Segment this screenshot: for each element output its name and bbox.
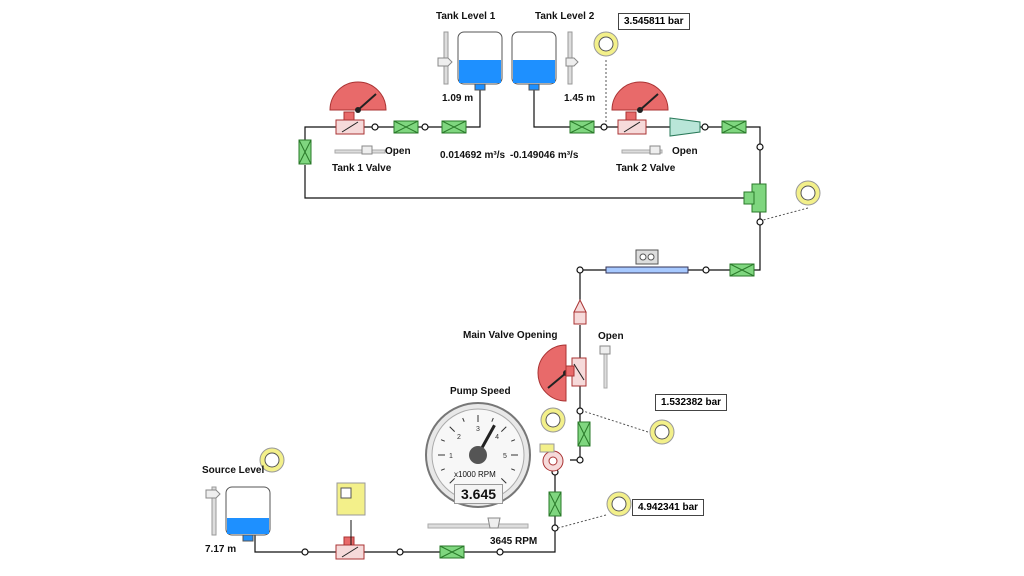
tee-junction [743, 183, 767, 213]
tank-1-title: Tank Level 1 [436, 11, 496, 22]
main-valve-state: Open [598, 331, 624, 342]
flow-sensor-5 [298, 139, 312, 165]
tank-2-water [513, 60, 555, 83]
valve-position-gauge-main [537, 344, 569, 402]
pressure-sensor-low [557, 491, 632, 529]
main-valve[interactable] [565, 357, 587, 387]
pressure-sensor-top [593, 31, 619, 124]
flow-sensor-4 [721, 120, 747, 134]
tank-1-level: 1.09 m [442, 93, 474, 104]
main-valve-slider[interactable] [599, 345, 611, 389]
tank-1-water [459, 60, 501, 83]
flow-sensor-1 [393, 120, 419, 134]
main-valve-label: Main Valve Opening [463, 330, 558, 341]
pipe-tank1-branch [304, 88, 481, 142]
tank1-valve-state: Open [385, 146, 411, 157]
pump-dial-tick [462, 417, 465, 422]
level-slider-tank2[interactable] [565, 31, 579, 85]
flow-sensors [298, 120, 755, 559]
pipe-flowmeter [579, 269, 700, 300]
pump-dial-ticks: 1 2 3 4 5 [438, 415, 518, 484]
pressure-readout-mid: 1.532382 bar [655, 394, 728, 411]
pump-dial-tick-label: 1 [449, 453, 453, 460]
pump-dial-tick-label: 2 [457, 434, 461, 441]
pump-dial-tick [500, 477, 507, 484]
level-slider-tank1[interactable] [437, 31, 453, 85]
pump-dial-tick [440, 439, 445, 442]
flow-sensor-6 [729, 263, 755, 277]
source-level-title: Source Level [202, 465, 265, 476]
nozzle [669, 117, 701, 137]
flow-readout-1: 0.014692 m³/s [440, 150, 506, 161]
pressure-sensor-source [259, 447, 285, 473]
pump-dial-value: 3.645 [454, 484, 504, 504]
tank-2-level: 1.45 m [564, 93, 596, 104]
pump-dial-tick [491, 417, 494, 422]
pump-dial-tick [449, 477, 456, 484]
tank-1 [457, 31, 503, 91]
pipe-tee-down [700, 205, 761, 271]
flow-sensor-3 [569, 120, 595, 134]
tank2-valve[interactable] [617, 111, 647, 135]
pump-dial-tick [500, 426, 507, 433]
pump-dial-tick-label: 3 [476, 426, 480, 433]
controller-box [336, 482, 366, 545]
pipe-left-return [304, 165, 745, 199]
pump-dial-unit: x1000 RPM [454, 470, 496, 479]
source-tank-water [227, 518, 269, 534]
flow-sensor-8 [548, 491, 562, 517]
tank2-valve-state: Open [672, 146, 698, 157]
pump-speed-title: Pump Speed [450, 386, 511, 397]
flow-sensor-7 [577, 421, 591, 447]
tank2-valve-slider[interactable] [621, 145, 663, 155]
pressure-sensor-pump [540, 407, 566, 433]
pipe-tank2-branch [533, 88, 761, 190]
source-level-value: 7.17 m [205, 544, 237, 555]
tank-2-title: Tank Level 2 [535, 11, 595, 22]
pump-dial-tick [449, 426, 456, 433]
tank2-valve-label: Tank 2 Valve [616, 163, 676, 174]
tank1-valve[interactable] [335, 111, 365, 135]
pressure-sensor-tee [762, 180, 821, 221]
pump-speed-slider[interactable] [427, 517, 529, 529]
pump-dial-tick-label: 5 [503, 453, 507, 460]
source-tank [225, 486, 271, 542]
flow-sensor-2 [441, 120, 467, 134]
check-valve [573, 298, 587, 325]
pump-speed-dial: 1 2 3 4 5 [425, 402, 531, 508]
source-valve[interactable] [335, 536, 365, 560]
pump-dial-tick [440, 468, 445, 471]
pressure-sensor-mid [582, 410, 675, 445]
pump[interactable] [539, 443, 564, 472]
pump-dial-tick [511, 468, 516, 471]
level-slider-source[interactable] [205, 486, 221, 536]
pump-dial-tick-label: 4 [495, 434, 499, 441]
flow-sensor-9 [439, 545, 465, 559]
tank1-valve-slider[interactable] [334, 145, 386, 155]
flow-readout-2: -0.149046 m³/s [510, 150, 579, 161]
tank1-valve-label: Tank 1 Valve [332, 163, 392, 174]
pressure-readout-top: 3.545811 bar [618, 13, 690, 30]
valve-position-gauge-tank1 [329, 81, 387, 113]
tank-2 [511, 31, 557, 91]
pump-dial-tick [511, 439, 516, 442]
pressure-readout-low: 4.942341 bar [632, 499, 705, 516]
flowmeter [605, 249, 689, 274]
valve-position-gauge-tank2 [611, 81, 669, 113]
pump-speed-text: 3645 RPM [490, 536, 538, 547]
